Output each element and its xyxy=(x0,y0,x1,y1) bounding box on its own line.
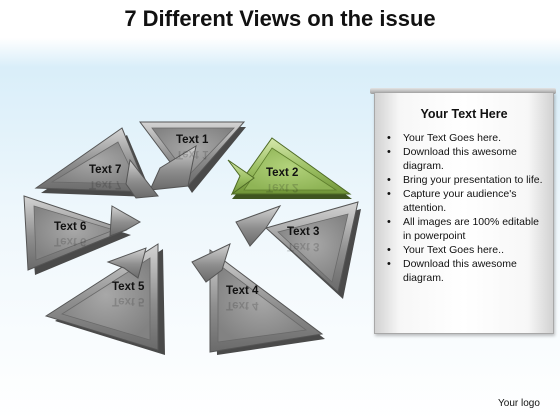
svg-text:Text 2: Text 2 xyxy=(266,181,298,193)
label-text-2: Text 2 Text 2 xyxy=(266,167,298,193)
svg-text:Text 7: Text 7 xyxy=(89,178,121,190)
bullet-list: Your Text Goes here. Download this aweso… xyxy=(385,131,549,285)
svg-text:Text 1: Text 1 xyxy=(176,148,209,160)
svg-text:Text 2: Text 2 xyxy=(266,167,298,179)
svg-text:Text 6: Text 6 xyxy=(54,235,86,247)
bullet-item: Your Text Goes here.. xyxy=(385,243,549,257)
svg-text:Text 4: Text 4 xyxy=(226,299,259,311)
bullet-item: Download this awesome diagram. xyxy=(385,257,549,285)
label-text-5: Text 5 Text 5 xyxy=(112,281,145,307)
arrow-2 xyxy=(227,137,352,199)
arrow-4 xyxy=(191,243,325,355)
panel-heading: Your Text Here xyxy=(420,107,508,121)
svg-text:Text 3: Text 3 xyxy=(287,240,319,252)
logo-text: Your logo xyxy=(498,398,540,409)
arrow-3 xyxy=(235,201,361,299)
arrow-6 xyxy=(23,195,142,275)
svg-text:Text 4: Text 4 xyxy=(226,285,259,297)
label-text-4: Text 4 Text 4 xyxy=(226,285,259,311)
arrow-7 xyxy=(34,127,159,199)
slide-title: 7 Different Views on the issue xyxy=(124,6,436,31)
bullet-item: Bring your presentation to life. xyxy=(385,173,549,187)
svg-text:Text 1: Text 1 xyxy=(176,134,209,146)
text-panel: Your Text Here Your Text Goes here. Down… xyxy=(374,92,554,334)
label-text-3: Text 3 Text 3 xyxy=(287,226,319,252)
svg-text:Text 5: Text 5 xyxy=(112,295,145,307)
label-text-1: Text 1 Text 1 xyxy=(176,134,209,160)
seven-arrow-cycle-diagram: Text 1 Text 1 Text 2 Text 2 Text 3 Text … xyxy=(23,121,361,355)
bullet-item: All images are 100% editable in powerpoi… xyxy=(385,215,549,243)
label-text-7: Text 7 Text 7 xyxy=(89,164,121,190)
svg-text:Text 6: Text 6 xyxy=(54,221,86,233)
arrow-5 xyxy=(44,243,165,355)
svg-text:Text 3: Text 3 xyxy=(287,226,319,238)
bullet-item: Your Text Goes here. xyxy=(385,131,549,145)
bullet-item: Capture your audience's attention. xyxy=(385,187,549,215)
svg-text:Text 5: Text 5 xyxy=(112,281,145,293)
bullet-item: Download this awesome diagram. xyxy=(385,145,549,173)
arrow-1 xyxy=(139,121,246,193)
panel-top-bar xyxy=(370,88,556,94)
svg-text:Text 7: Text 7 xyxy=(89,164,121,176)
label-text-6: Text 6 Text 6 xyxy=(54,221,86,247)
